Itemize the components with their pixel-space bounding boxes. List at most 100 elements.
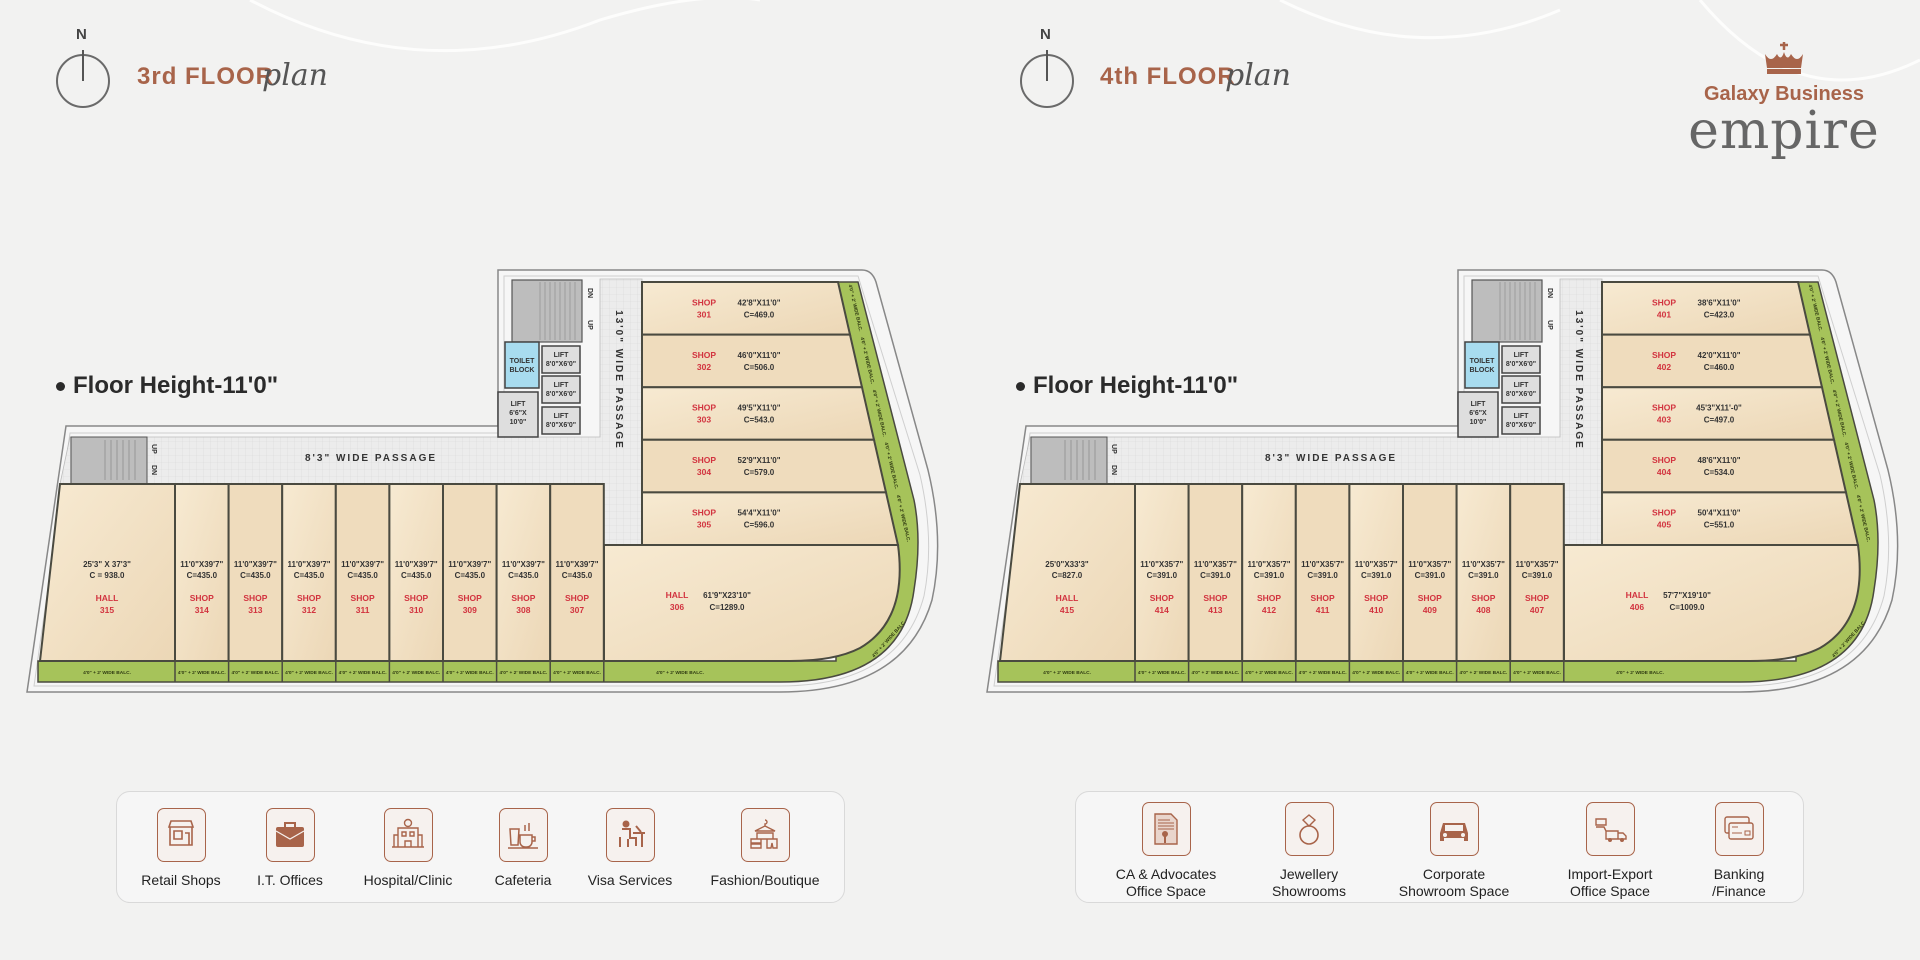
unit-number: 307 bbox=[570, 605, 584, 615]
legend-label: Visa Services bbox=[560, 872, 700, 889]
unit-type: HALL bbox=[1056, 593, 1079, 603]
shop-unit bbox=[1509, 483, 1565, 662]
unit-type: SHOP bbox=[1311, 593, 1335, 603]
unit-area: C=534.0 bbox=[1704, 468, 1735, 477]
lift-label: LIFT bbox=[1514, 352, 1529, 359]
toilet-label: TOILET bbox=[510, 358, 535, 365]
unit-area: C=423.0 bbox=[1704, 310, 1735, 319]
balcony-label: 4'0" + 2' WIDE BALC. bbox=[1513, 670, 1561, 676]
floor-title: 4th FLOOR bbox=[1100, 63, 1236, 90]
staircase-left bbox=[70, 436, 148, 485]
diamond-ring-icon bbox=[1284, 802, 1334, 856]
unit-dimensions: 25'0"X33'3" bbox=[1045, 560, 1089, 569]
balcony-label: 4'0" + 2' WIDE BALC. bbox=[1616, 670, 1664, 676]
unit-type: HALL bbox=[666, 590, 689, 600]
balcony-label: 4'0" + 2' WIDE BALC. bbox=[178, 670, 226, 676]
unit-area: C=391.0 bbox=[1468, 571, 1499, 580]
legend-label-line: Showroom Space bbox=[1398, 883, 1510, 899]
lift-size: 8'0"X6'0" bbox=[1506, 422, 1536, 429]
car-icon bbox=[1429, 802, 1479, 856]
shop-unit bbox=[1294, 483, 1351, 662]
lift-size: 8'0"X6'0" bbox=[546, 361, 576, 368]
hall-unit bbox=[1563, 544, 1861, 662]
shop-unit bbox=[227, 483, 284, 662]
unit-area: C=435.0 bbox=[347, 571, 378, 580]
shop-unit bbox=[281, 483, 337, 662]
lift-label: LIFT bbox=[1471, 401, 1486, 408]
unit-type: SHOP bbox=[1652, 403, 1676, 413]
unit-dimensions: 46'0"X11'0" bbox=[738, 351, 781, 360]
floor-title-script: plan bbox=[262, 58, 329, 93]
unit-type: SHOP bbox=[692, 297, 716, 307]
lift bbox=[1501, 375, 1541, 404]
unit-number: 401 bbox=[1657, 309, 1671, 319]
shop-unit bbox=[1455, 483, 1512, 662]
balcony-label: 4'0" + 2' WIDE BALC. bbox=[83, 670, 131, 676]
unit-type: SHOP bbox=[1150, 593, 1174, 603]
legend-item: Retail Shops bbox=[111, 808, 251, 889]
stair-up-label: UP bbox=[586, 320, 593, 330]
legend-label-line: Showrooms bbox=[1272, 883, 1346, 899]
unit-number: 402 bbox=[1657, 362, 1671, 372]
brand-name-top: Galaxy Business bbox=[1703, 83, 1865, 105]
legend-label-line: I.T. Offices bbox=[257, 872, 323, 888]
stair-up-label: UP bbox=[1546, 320, 1553, 330]
lift-label: LIFT bbox=[554, 382, 569, 389]
horizontal-passage-label: 8'3" WIDE PASSAGE bbox=[1265, 453, 1397, 464]
unit-type: SHOP bbox=[458, 593, 482, 603]
unit-type: SHOP bbox=[1652, 297, 1676, 307]
unit-area: C=497.0 bbox=[1704, 416, 1735, 425]
legal-document-icon bbox=[1141, 802, 1191, 856]
lift-size: 8'0"X6'0" bbox=[1506, 391, 1536, 398]
stair-down-label: DN bbox=[1110, 465, 1117, 475]
unit-area: C=435.0 bbox=[562, 571, 593, 580]
brand-name-main: empire bbox=[1688, 101, 1880, 161]
unit-number: 308 bbox=[516, 605, 530, 615]
legend-item: I.T. Offices bbox=[220, 808, 360, 889]
toilet-label: BLOCK bbox=[1470, 367, 1495, 374]
unit-number: 302 bbox=[697, 362, 711, 372]
unit-dimensions: 11'0"X35'7" bbox=[1301, 560, 1344, 569]
unit-dimensions: 11'0"X35'7" bbox=[1408, 560, 1451, 569]
building-inner-outline bbox=[993, 275, 1890, 687]
unit-dimensions: 25'3" X 37'3" bbox=[83, 560, 131, 569]
legend-label-line: Hospital/Clinic bbox=[363, 872, 453, 888]
legend-label-line: Banking bbox=[1713, 866, 1765, 882]
unit-number: 413 bbox=[1208, 605, 1222, 615]
unit-number: 306 bbox=[670, 602, 684, 612]
shop-unit bbox=[1134, 483, 1190, 662]
legend-label-line: Import-Export bbox=[1567, 866, 1653, 882]
unit-dimensions: 11'0"X39'7" bbox=[502, 560, 545, 569]
toilet-block bbox=[504, 341, 540, 389]
unit-area: C=1289.0 bbox=[710, 603, 745, 612]
unit-area: C = 938.0 bbox=[90, 571, 125, 580]
legend-label: Retail Shops bbox=[111, 872, 251, 889]
unit-dimensions: 45'3"X11'-0" bbox=[1696, 404, 1742, 413]
floor-title-script: plan bbox=[1225, 58, 1292, 93]
unit-type: SHOP bbox=[404, 593, 428, 603]
staircase-core bbox=[1471, 279, 1543, 343]
clothes-hanger-icon bbox=[740, 808, 790, 862]
lift-size: 6'6"X bbox=[509, 410, 527, 417]
lift-size: 8'0"X6'0" bbox=[546, 391, 576, 398]
legend-label-line: /Finance bbox=[1712, 883, 1766, 899]
unit-dimensions: 11'0"X35'7" bbox=[1355, 560, 1398, 569]
compass-icon bbox=[56, 50, 110, 108]
lift bbox=[1501, 345, 1541, 374]
unit-number: 314 bbox=[195, 605, 209, 615]
unit-type: HALL bbox=[1626, 590, 1649, 600]
unit-number: 309 bbox=[463, 605, 477, 615]
balcony-label: 4'0" + 2' WIDE BALC. bbox=[1352, 670, 1400, 676]
unit-number: 403 bbox=[1657, 415, 1671, 425]
unit-dimensions: 11'0"X39'7" bbox=[180, 560, 223, 569]
unit-type: SHOP bbox=[1257, 593, 1281, 603]
legend-label-line: Office Space bbox=[1570, 883, 1650, 899]
balcony-label: 4'0" + 2' WIDE BALC. bbox=[446, 670, 494, 676]
balcony-label: 4'0" + 2' WIDE BALC. bbox=[1043, 670, 1091, 676]
unit-type: SHOP bbox=[1525, 593, 1549, 603]
lift-size: 10'0" bbox=[1470, 419, 1487, 426]
lift-size: 8'0"X6'0" bbox=[546, 422, 576, 429]
